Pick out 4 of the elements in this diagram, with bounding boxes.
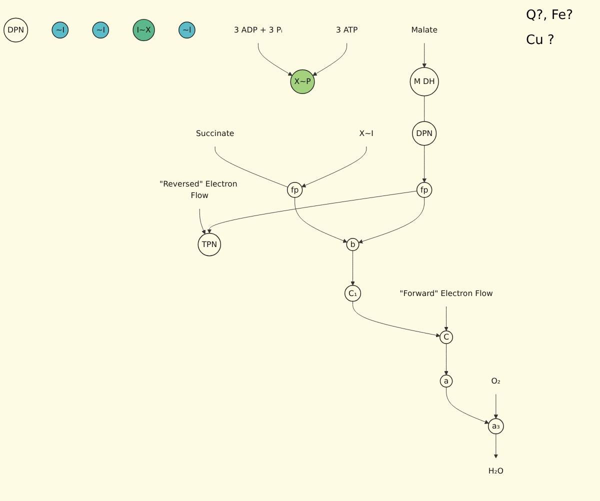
connector: [214, 146, 288, 188]
annotation-label: Q?, Fe?: [526, 8, 574, 23]
annotation-label: Cu ?: [526, 33, 556, 48]
connector: [424, 96, 425, 122]
